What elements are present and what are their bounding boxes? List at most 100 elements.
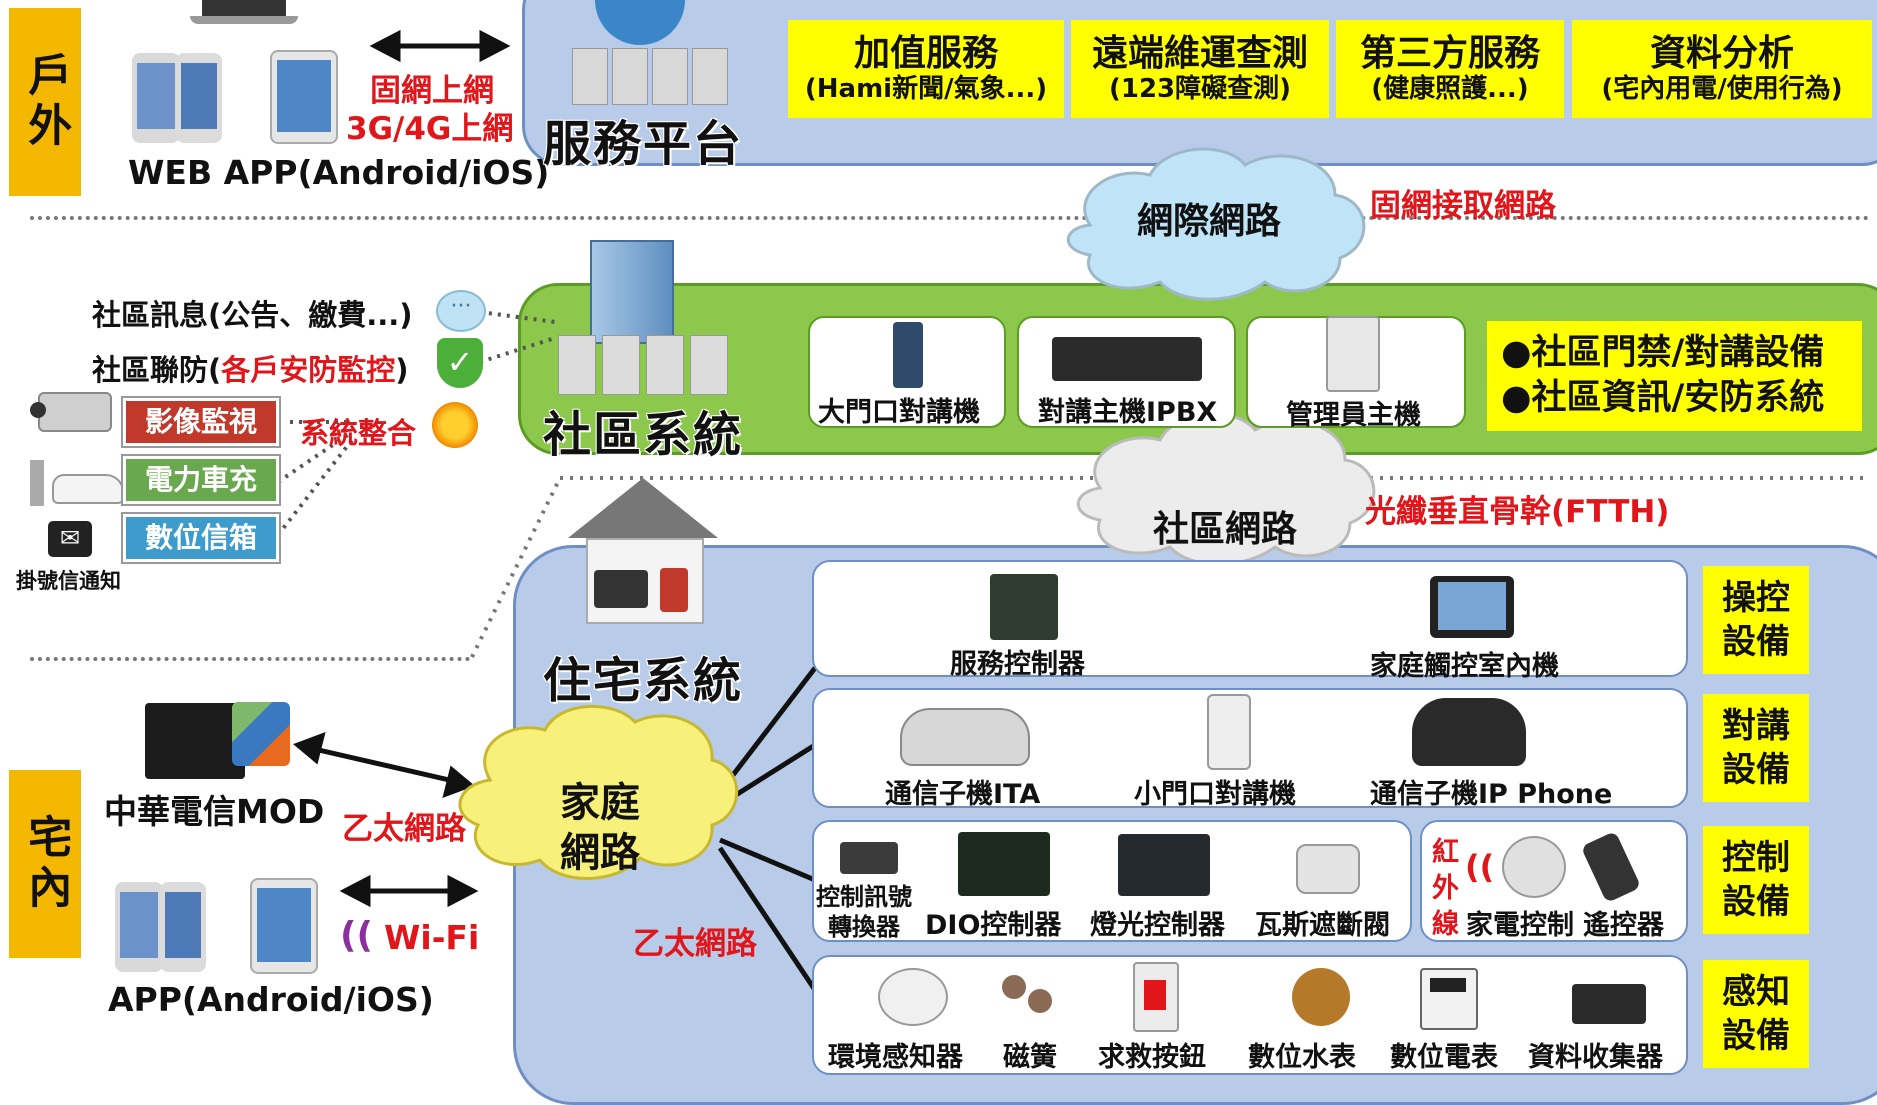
emergency-button-label: 求救按鈕	[1098, 1042, 1206, 1073]
main-gate-intercom-label: 大門口對講機	[818, 397, 980, 428]
ethernet-label-1: 乙太網路	[342, 811, 466, 847]
wifi-icon: ((	[340, 915, 373, 956]
home-system-title: 住宅系統	[543, 653, 744, 709]
service-value-added: 加值服務 (Hami新聞/氣象...)	[788, 20, 1064, 118]
video-surveillance-tag: 影像監視	[123, 398, 279, 446]
appliance-control-icon	[1502, 836, 1566, 898]
separator-outdoor	[30, 216, 1870, 220]
gas-valve-icon	[1296, 844, 1360, 894]
reed-switch-icon	[1002, 975, 1058, 1017]
service-remote-maintenance: 遠端維運查測 (123障礙查測)	[1071, 20, 1329, 118]
service-third-party: 第三方服務 (健康照護...)	[1336, 20, 1564, 118]
phone-icon-2	[176, 53, 222, 143]
service-controller-label: 服務控制器	[950, 649, 1085, 680]
lighting-controller-label: 燈光控制器	[1090, 910, 1225, 941]
internet-cloud-label: 網際網路	[1137, 201, 1282, 242]
touch-panel-icon	[1430, 576, 1514, 638]
connector-lines	[276, 29, 1870, 992]
control-devices-row	[812, 560, 1688, 677]
signal-converter-icon	[840, 842, 898, 874]
ip-phone-icon	[1412, 698, 1526, 766]
dio-controller-label: DIO控制器	[925, 910, 1062, 941]
indoor-app-label: APP(Android/iOS)	[108, 980, 434, 1019]
shield-check-icon: ✓	[437, 338, 483, 388]
server-cluster-icon	[560, 0, 730, 105]
arrow-app-home	[339, 874, 479, 908]
admin-host-label: 管理員主機	[1286, 400, 1421, 431]
ethernet-label-2: 乙太網路	[633, 926, 757, 962]
home-touch-panel-label: 家庭觸控室內機	[1370, 651, 1559, 682]
environment-sensor-label: 環境感知器	[828, 1042, 963, 1073]
data-collector-icon	[1572, 984, 1646, 1024]
tablet-icon	[270, 50, 338, 144]
tv-icon	[145, 703, 245, 779]
arrow-mod-home	[293, 731, 475, 799]
ir-label-1: 紅	[1432, 837, 1459, 868]
intercom-ipbx-label: 對講主機IPBX	[1038, 397, 1218, 428]
tablet-icon-indoor	[250, 878, 318, 974]
signal-converter-label-2: 轉換器	[828, 913, 900, 941]
phone-icon-indoor-1	[115, 882, 163, 972]
lighting-controller-icon	[1118, 834, 1210, 896]
system-integration-label: 系統整合	[300, 416, 417, 450]
envelope-icon: ✉	[48, 521, 92, 557]
appliance-control-label: 家電控制	[1466, 910, 1574, 941]
ir-label-2: 外	[1432, 873, 1459, 904]
phone-icon-indoor-2	[160, 882, 206, 972]
internet-cloud-shape	[1066, 147, 1366, 301]
data-collector-label: 資料收集器	[1528, 1042, 1663, 1073]
fixed-net-link-label: 固網上網	[370, 73, 494, 109]
ipbx-icon	[1052, 337, 1202, 381]
indoor-tag: 宅內	[9, 770, 81, 958]
community-dotted-links	[276, 310, 556, 537]
reed-switch-label: 磁簧	[1003, 1042, 1057, 1073]
web-app-label: WEB APP(Android/iOS)	[128, 153, 550, 192]
admin-server-icon	[1326, 316, 1380, 392]
category-sensing-tag: 感知設備	[1703, 960, 1809, 1068]
door-intercom-icon	[893, 322, 923, 388]
gas-shutoff-valve-label: 瓦斯遮斷閥	[1255, 910, 1390, 941]
remote-control-label: 遙控器	[1583, 910, 1664, 941]
service-controller-icon	[990, 574, 1058, 640]
environment-sensor-icon	[878, 968, 948, 1026]
mod-label: 中華電信MOD	[104, 792, 325, 831]
house-icon	[568, 478, 718, 628]
mobile-net-link-label: 3G/4G上網	[346, 111, 514, 147]
separator-diagonal	[470, 477, 562, 658]
fixed-access-network-label: 固網接取網路	[1370, 188, 1556, 224]
sos-button-icon	[1133, 962, 1179, 1032]
sun-icon	[432, 402, 478, 448]
signal-converter-label-1: 控制訊號	[816, 883, 912, 911]
home-network-label-2: 網路	[560, 830, 640, 876]
community-defense-label: 社區聯防(各戶安防監控)	[92, 353, 409, 387]
phone-icon	[132, 53, 180, 143]
server-rack-icon	[558, 335, 728, 395]
category-control-equipment-tag: 控制設備	[1703, 826, 1809, 934]
water-meter-icon	[1292, 968, 1350, 1026]
category-control-tag: 操控設備	[1703, 566, 1809, 674]
home-network-label-1: 家庭	[560, 780, 640, 826]
laptop-icon	[190, 0, 298, 26]
community-network-label: 社區網路	[1153, 509, 1298, 550]
ita-router-icon	[900, 708, 1030, 766]
digital-water-meter-label: 數位水表	[1248, 1042, 1356, 1073]
ita-handset-label: 通信子機ITA	[885, 779, 1041, 810]
dio-controller-icon	[958, 832, 1050, 896]
camera-icon	[30, 392, 112, 432]
community-features-box: ●社區門禁/對講設備 ●社區資訊/安防系統	[1487, 321, 1862, 431]
home-cloud-shape	[458, 704, 739, 880]
wifi-label: Wi-Fi	[384, 918, 480, 957]
small-door-intercom-label: 小門口對講機	[1134, 779, 1296, 810]
service-platform-title: 服務平台	[543, 116, 744, 172]
digital-mailbox-tag: 數位信箱	[123, 514, 279, 562]
ev-car-icon	[30, 460, 124, 506]
separator-indoor	[30, 657, 470, 661]
ir-label-3: 線	[1432, 909, 1459, 940]
building-icon	[590, 240, 674, 344]
community-message-label: 社區訊息(公告、繳費...)	[92, 298, 413, 332]
category-intercom-tag: 對講設備	[1703, 694, 1809, 802]
digital-electric-meter-label: 數位電表	[1390, 1042, 1498, 1073]
registered-mail-notice-label: 掛號信通知	[16, 569, 121, 593]
sensing-devices-row	[812, 955, 1688, 1075]
ev-charging-tag: 電力車充	[123, 456, 279, 504]
